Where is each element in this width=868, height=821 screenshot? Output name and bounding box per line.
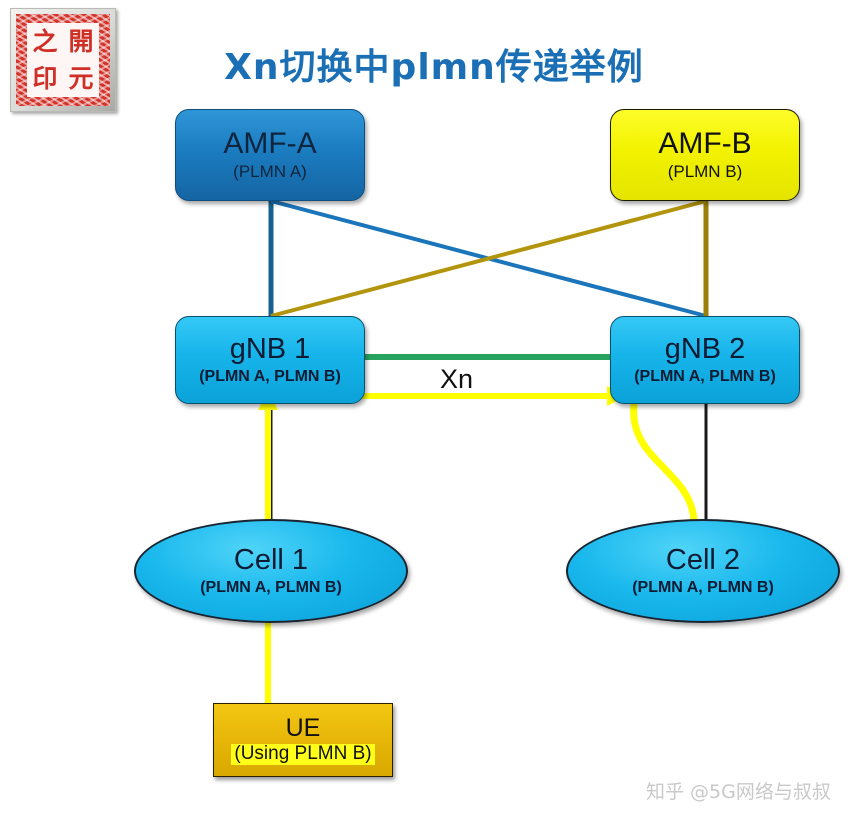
seal-characters: 之 開 印 元 [27, 23, 99, 97]
node-cell-2-title: Cell 2 [665, 544, 741, 577]
node-cell-1-title: Cell 1 [233, 544, 309, 577]
xn-link-label: Xn [440, 364, 474, 394]
node-amf-a[interactable]: AMF-A (PLMN A) [175, 109, 365, 201]
seal-border: 之 開 印 元 [16, 14, 110, 106]
link-amfb-gnb1 [270, 199, 707, 318]
node-cell-2[interactable]: Cell 2 (PLMN A, PLMN B) [566, 519, 840, 623]
node-cell-2-subtitle: (PLMN A, PLMN B) [632, 578, 774, 596]
node-cell-1[interactable]: Cell 1 (PLMN A, PLMN B) [134, 519, 408, 623]
node-gnb-2-subtitle: (PLMN A, PLMN B) [634, 367, 776, 385]
node-amf-a-title: AMF-A [223, 127, 317, 161]
node-gnb-2[interactable]: gNB 2 (PLMN A, PLMN B) [610, 316, 800, 404]
node-cell-1-subtitle: (PLMN A, PLMN B) [200, 578, 342, 596]
node-amf-b-title: AMF-B [658, 127, 752, 161]
node-amf-b-subtitle: (PLMN B) [667, 161, 743, 181]
node-amf-b[interactable]: AMF-B (PLMN B) [610, 109, 800, 201]
seal-char-2: 開 [68, 27, 94, 56]
node-gnb-2-title: gNB 2 [664, 333, 746, 366]
seal-char-4: 元 [68, 64, 94, 93]
seal-char-3: 印 [32, 64, 58, 93]
node-gnb-1-title: gNB 1 [229, 333, 311, 366]
page-title: Xn切换中plmn传递举例 [224, 47, 644, 88]
node-ue-subtitle: (Using PLMN B) [231, 743, 375, 766]
node-amf-a-subtitle: (PLMN A) [233, 161, 307, 181]
node-gnb-1[interactable]: gNB 1 (PLMN A, PLMN B) [175, 316, 365, 404]
link-gnb2-cell2-curve [630, 403, 698, 521]
watermark: 知乎 @5G网络与叔叔 [646, 781, 831, 803]
node-ue[interactable]: UE (Using PLMN B) [213, 703, 393, 777]
seal-stamp-icon: 之 開 印 元 [10, 8, 116, 112]
seal-char-1: 之 [32, 27, 58, 56]
node-gnb-1-subtitle: (PLMN A, PLMN B) [199, 367, 341, 385]
node-ue-title: UE [285, 713, 321, 742]
